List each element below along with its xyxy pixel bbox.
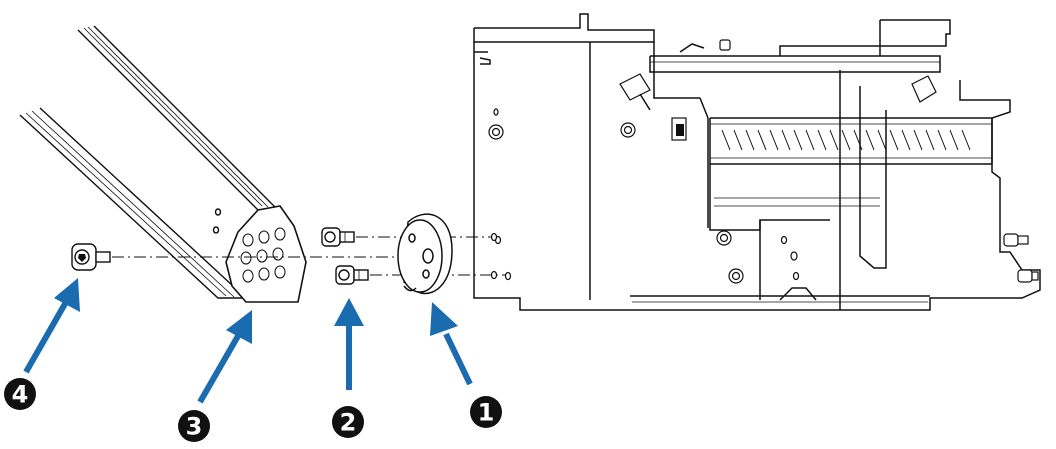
arrow-3 <box>197 310 252 404</box>
arrow-1 <box>430 302 473 386</box>
arrow-2 <box>334 298 364 390</box>
callout-3-label: 3 <box>186 413 203 441</box>
arrow-4 <box>23 278 80 374</box>
cap-screw-4 <box>71 243 111 271</box>
callout-3: 3 <box>178 410 210 442</box>
round-spacer-1 <box>397 213 453 295</box>
callout-2: 2 <box>332 406 364 438</box>
callout-1-label: 1 <box>478 399 495 427</box>
callout-1: 1 <box>470 396 502 428</box>
cap-screw-2b <box>335 265 369 285</box>
rail-bracket <box>19 25 307 303</box>
callout-4: 4 <box>4 378 36 410</box>
housing-fasteners <box>488 39 1039 284</box>
callout-2-label: 2 <box>340 409 357 437</box>
tray-fins <box>721 129 971 151</box>
plate-holes <box>240 227 286 283</box>
cap-screw-2a <box>321 227 355 247</box>
alignment-holes <box>490 232 498 280</box>
main-housing <box>473 13 1041 311</box>
callout-4-label: 4 <box>12 381 29 409</box>
